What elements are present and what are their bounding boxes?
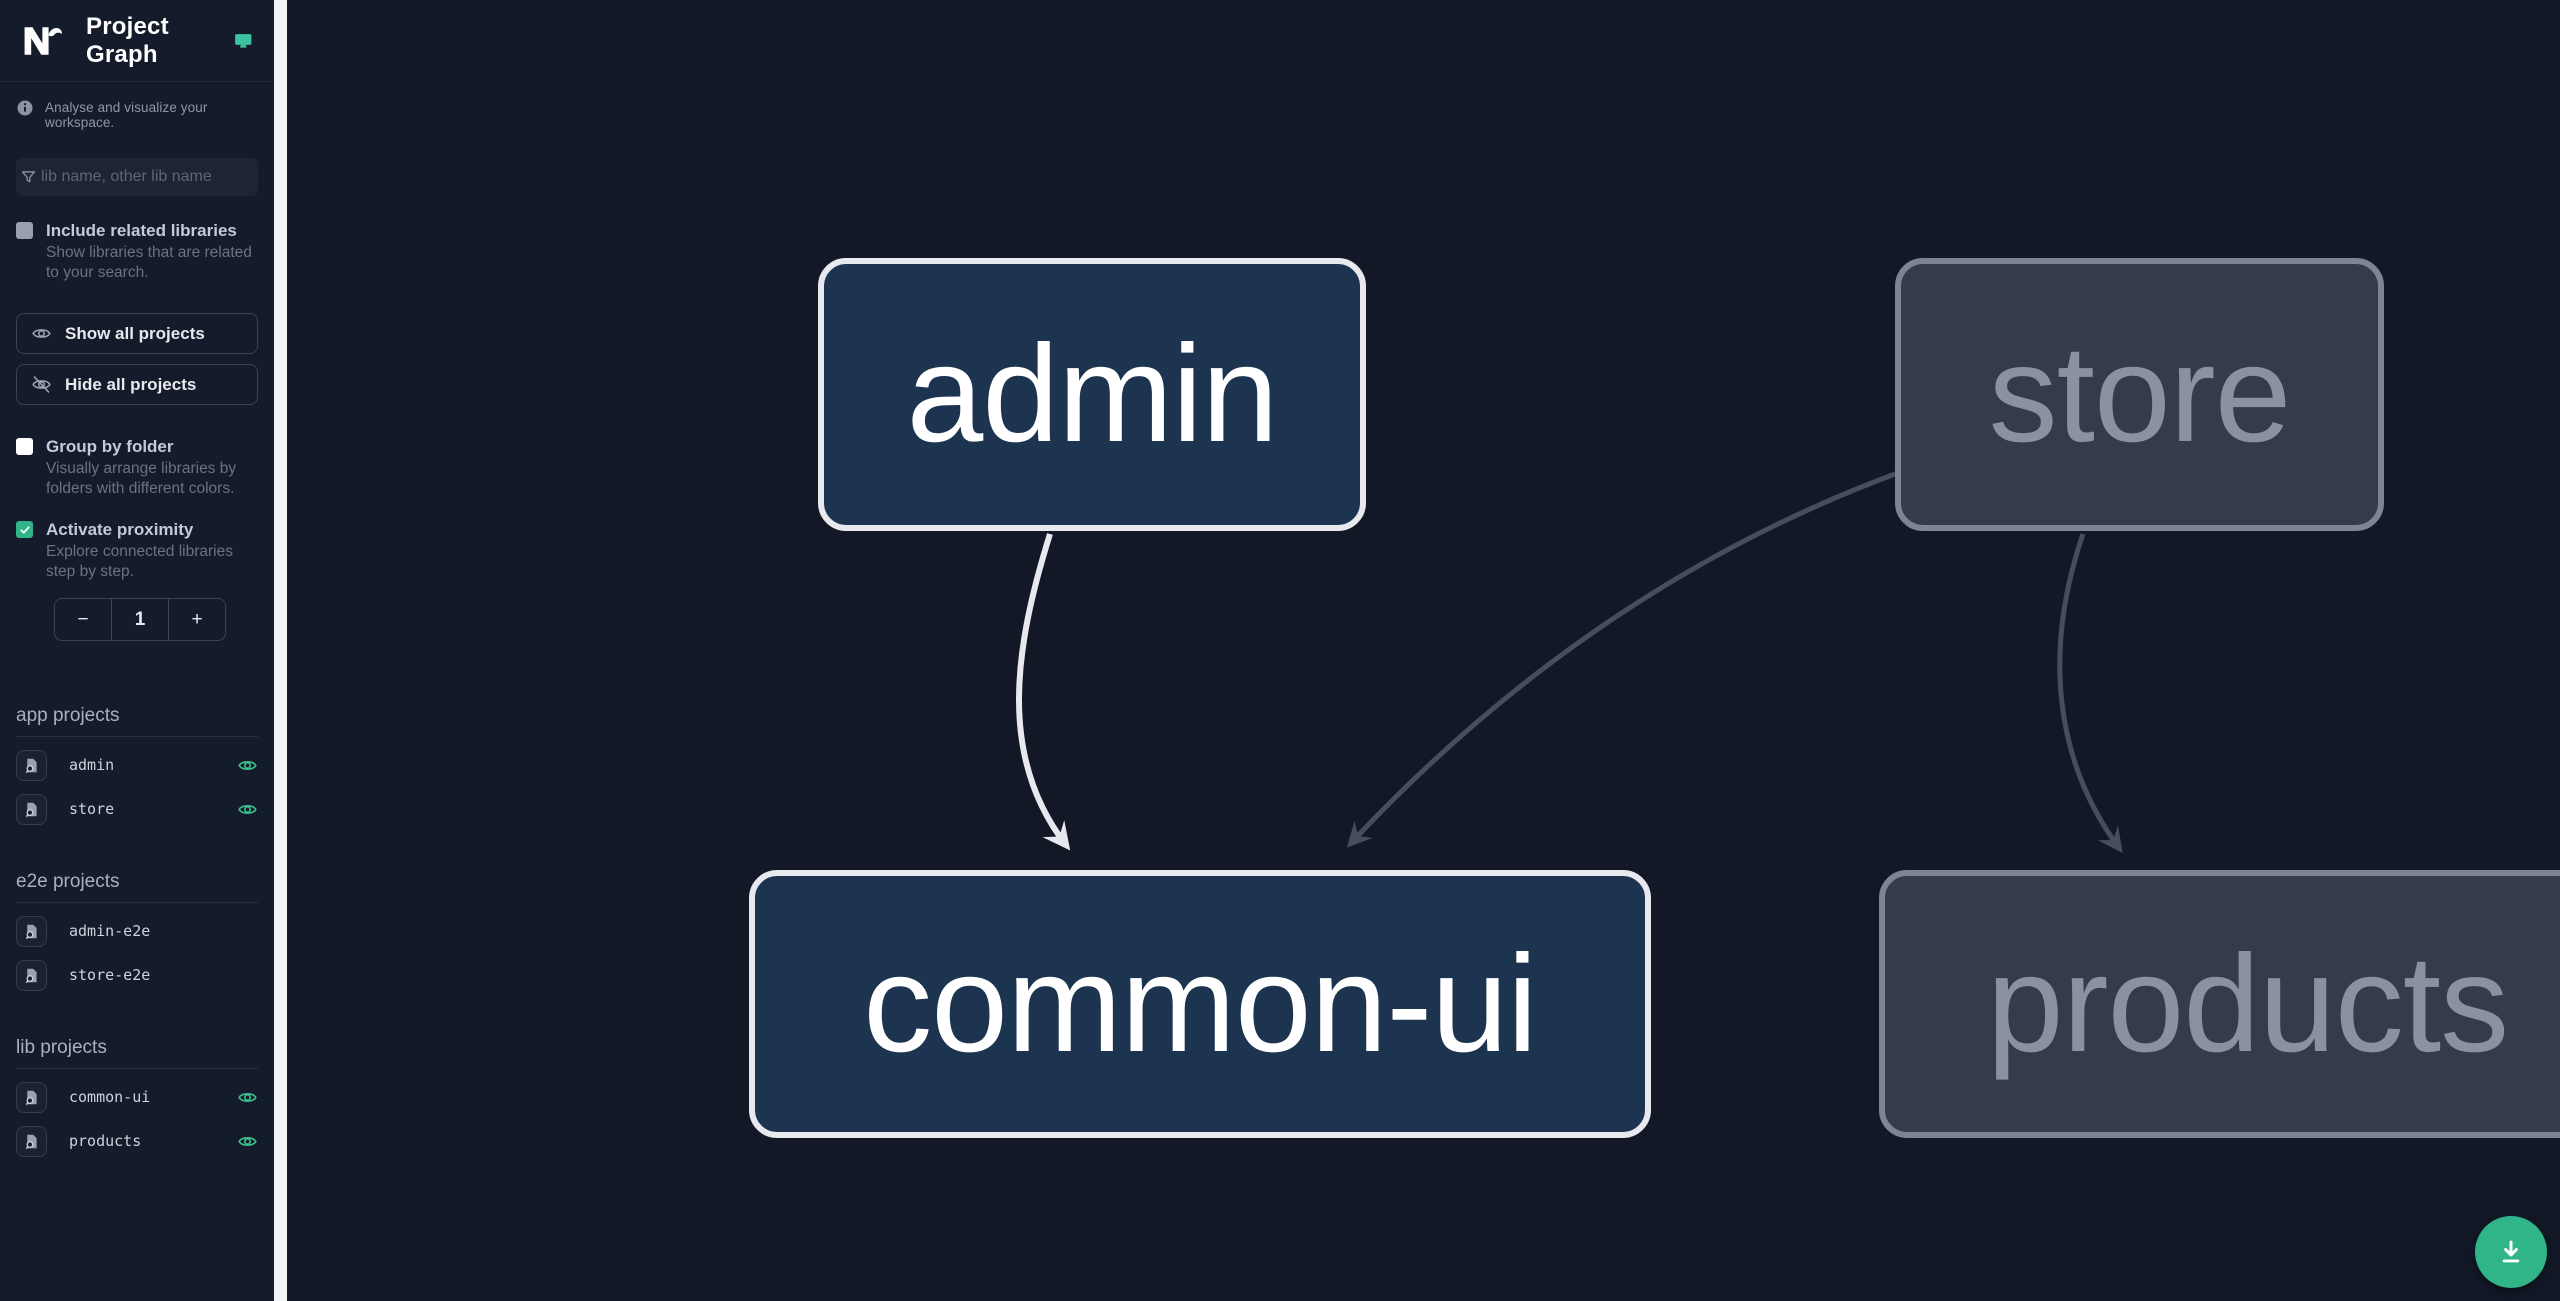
focus-document-icon [25, 1134, 37, 1149]
group-by-folder-checkbox[interactable] [16, 438, 33, 455]
project-name[interactable]: store-e2e [69, 966, 151, 984]
sidebar-header: Project Graph [0, 0, 274, 82]
group-by-folder-description: Visually arrange libraries by folders wi… [46, 460, 237, 497]
project-name[interactable]: products [69, 1132, 142, 1150]
visibility-eye-icon[interactable] [237, 799, 258, 820]
show-all-projects-button[interactable]: Show all projects [16, 313, 258, 354]
node-label: admin [906, 317, 1279, 471]
edge-store-to-common-ui [1346, 471, 1896, 848]
focus-document-icon [25, 968, 37, 983]
focus-project-button[interactable] [16, 793, 47, 825]
visibility-eye-icon[interactable] [237, 755, 258, 776]
download-icon [2502, 1240, 2520, 1263]
include-related-label[interactable]: Include related libraries [46, 221, 237, 240]
tagline-row: Analyse and visualize your workspace. [0, 82, 274, 130]
activate-proximity-description: Explore connected libraries step by step… [46, 543, 233, 580]
focus-document-icon [25, 758, 37, 773]
graph-node-common-ui[interactable]: common-ui [749, 870, 1651, 1138]
edge-store-to-products [2057, 533, 2123, 854]
include-related-toggle: Include related libraries Show libraries… [16, 220, 258, 283]
page-title: Project Graph [86, 12, 169, 68]
hide-all-projects-button[interactable]: Hide all projects [16, 364, 258, 405]
focus-document-icon [25, 924, 37, 939]
focus-document-icon [25, 1090, 37, 1105]
graph-node-products[interactable]: products [1879, 870, 2560, 1138]
proximity-decrease-button[interactable]: − [77, 608, 89, 630]
node-label: common-ui [863, 926, 1538, 1081]
eye-off-icon [32, 376, 51, 393]
check-icon [19, 525, 30, 534]
section-header-lib-projects: lib projects [16, 1037, 258, 1069]
focus-project-button[interactable] [16, 749, 47, 781]
project-row-store: store [16, 793, 258, 825]
proximity-stepper: − 1 + [54, 598, 226, 641]
activate-proximity-label[interactable]: Activate proximity [46, 520, 194, 539]
info-icon [17, 100, 33, 116]
include-related-description: Show libraries that are related to your … [46, 244, 252, 281]
group-by-folder-toggle: Group by folder Visually arrange librari… [16, 436, 258, 499]
include-related-checkbox[interactable] [16, 222, 33, 239]
project-row-admin-e2e: admin-e2e [16, 915, 258, 947]
focus-project-button[interactable] [16, 959, 47, 991]
node-label: products [1986, 926, 2509, 1081]
proximity-value: 1 [111, 599, 168, 640]
activate-proximity-toggle: Activate proximity Explore connected lib… [16, 519, 258, 582]
nx-logo-icon [24, 26, 62, 55]
graph-node-admin[interactable]: admin [818, 258, 1366, 531]
lib-filter-input[interactable] [41, 158, 258, 196]
section-header-e2e-projects: e2e projects [16, 871, 258, 903]
proximity-increase-button[interactable]: + [168, 599, 225, 640]
sidebar: Project Graph Analyse and visualize your… [0, 0, 274, 1301]
funnel-icon [16, 168, 41, 187]
download-graph-button[interactable] [2475, 1216, 2547, 1288]
eye-icon [32, 329, 51, 338]
project-row-store-e2e: store-e2e [16, 959, 258, 991]
show-all-projects-label: Show all projects [65, 323, 205, 343]
graph-node-store[interactable]: store [1895, 258, 2384, 531]
project-name[interactable]: common-ui [69, 1088, 151, 1106]
project-row-admin: admin [16, 749, 258, 781]
visibility-eye-icon[interactable] [237, 1087, 258, 1108]
project-name[interactable]: admin [69, 756, 115, 774]
project-row-products: products [16, 1125, 258, 1157]
focus-project-button[interactable] [16, 1081, 47, 1113]
hide-all-projects-label: Hide all projects [65, 374, 197, 394]
graph-canvas[interactable]: admin store common-ui products [287, 0, 2560, 1301]
activate-proximity-checkbox[interactable] [16, 521, 33, 538]
focus-project-button[interactable] [16, 1125, 47, 1157]
filter-box [16, 158, 258, 196]
visibility-eye-icon[interactable] [237, 1131, 258, 1152]
sidebar-scrollbar[interactable] [274, 0, 287, 1301]
project-name[interactable]: admin-e2e [69, 922, 151, 940]
node-label: store [1988, 317, 2292, 471]
edge-admin-to-common-ui [1016, 533, 1071, 851]
focus-document-icon [25, 802, 37, 817]
section-header-app-projects: app projects [16, 705, 258, 737]
tagline-text: Analyse and visualize your workspace. [45, 100, 208, 130]
focus-project-button[interactable] [16, 915, 47, 947]
monitor-icon[interactable] [233, 28, 254, 54]
group-by-folder-label[interactable]: Group by folder [46, 437, 174, 456]
project-row-common-ui: common-ui [16, 1081, 258, 1113]
project-name[interactable]: store [69, 800, 115, 818]
